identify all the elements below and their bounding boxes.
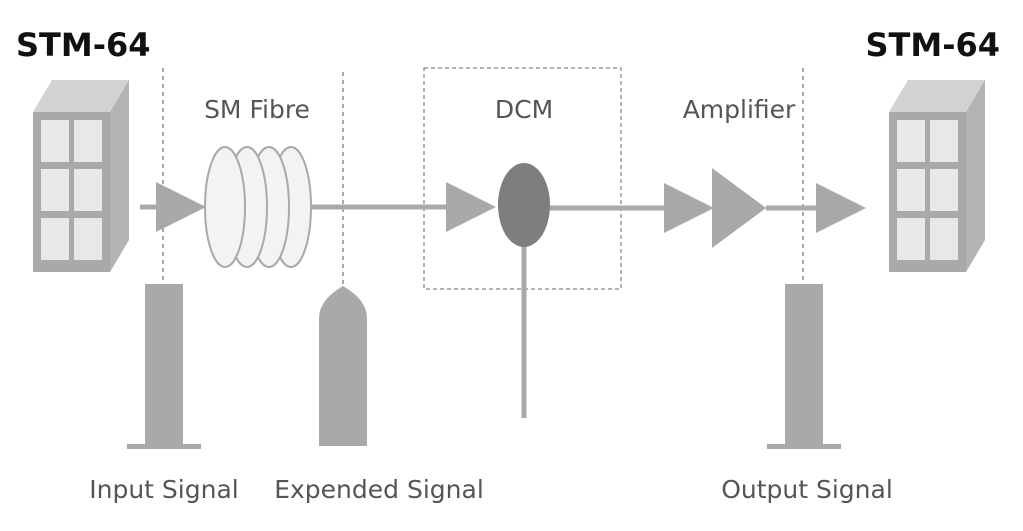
expended-signal-pulse	[319, 286, 367, 446]
right-device-title: STM-64	[865, 26, 1000, 64]
output-signal-pulse	[767, 284, 841, 449]
amplifier-triangle	[712, 168, 766, 248]
fibre-coil	[204, 146, 312, 268]
amplifier-label: Amplifier	[683, 95, 796, 124]
dcm-box	[423, 67, 622, 290]
expended-signal-label: Expended Signal	[274, 475, 484, 504]
fibre-label: SM Fibre	[204, 95, 310, 124]
dcm-label: DCM	[495, 95, 553, 124]
left-device-title: STM-64	[16, 26, 151, 64]
output-signal-label: Output Signal	[721, 475, 893, 504]
input-signal-label: Input Signal	[89, 475, 238, 504]
input-signal-pulse	[127, 284, 201, 449]
right-stm64-device	[889, 80, 985, 272]
dcm-node	[498, 163, 550, 247]
left-stm64-device	[33, 80, 129, 272]
